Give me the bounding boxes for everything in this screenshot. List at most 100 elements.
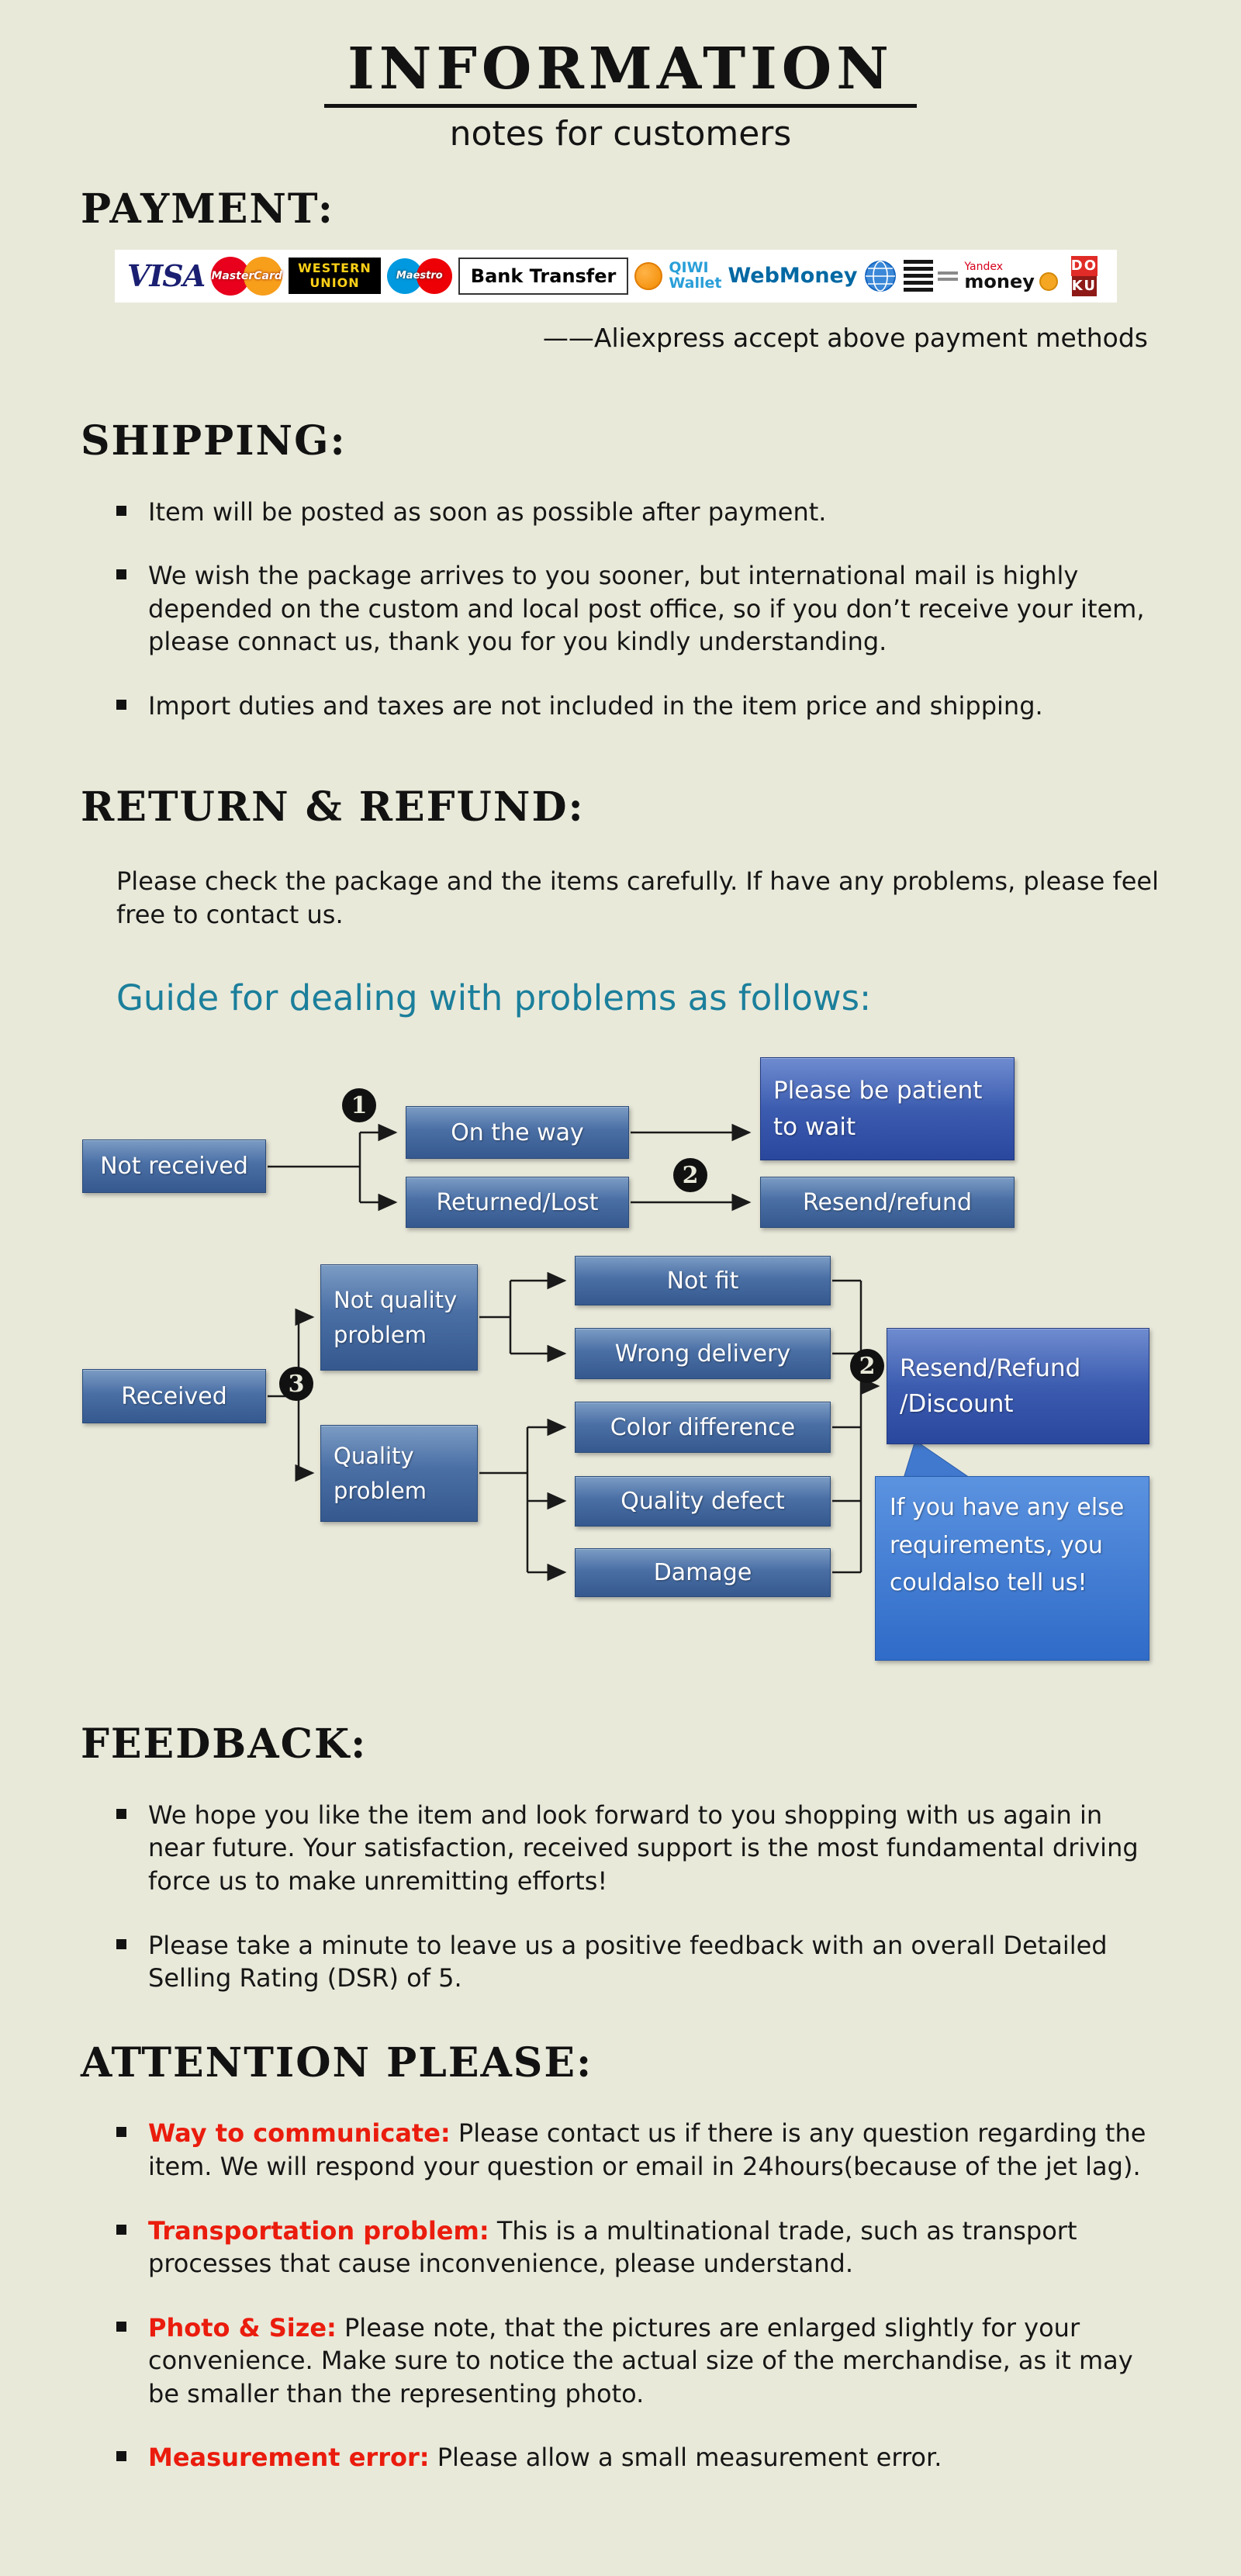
mastercard-red-circle-icon	[211, 256, 251, 296]
attention-item-body: This is a multinational trade, such as t…	[148, 2215, 1077, 2279]
attention-item-body: Please contact us if there is any questi…	[148, 2118, 1146, 2181]
step-2-badge: 2	[673, 1158, 707, 1193]
return-refund-text: Please check the package and the items c…	[116, 866, 1159, 929]
coin-icon	[1039, 271, 1058, 291]
yandex-label: Yandex	[964, 260, 1004, 273]
feedback-item-text: We hope you like the item and look forwa…	[148, 1800, 1139, 1897]
problems-flowchart: Not received On the way Returned/Lost Pl…	[78, 1053, 1163, 1673]
bullet-square-icon	[116, 699, 126, 710]
page-header: INFORMATION notes for customers	[0, 0, 1241, 154]
bank-transfer-logo: Bank Transfer	[458, 257, 629, 295]
flow-speech-bubble: If you have any else requirements, you c…	[875, 1476, 1149, 1661]
list-item: Way to communicate: Please contact us if…	[116, 2117, 1241, 2183]
attention-section: ATTENTION PLEASE: Way to communicate: Pl…	[0, 2038, 1241, 2474]
flow-node-damage: Damage	[575, 1548, 831, 1598]
attention-item-body: Please allow a small measurement error.	[437, 2443, 942, 2473]
list-item: Measurement error: Please allow a small …	[116, 2441, 1241, 2474]
bullet-square-icon	[116, 2451, 126, 2462]
mastercard-label: MasterCard	[211, 269, 282, 282]
page-title: INFORMATION	[324, 38, 917, 108]
attention-item-label: Transportation problem:	[148, 2215, 489, 2246]
qiwi-wallet-label: QIWI Wallet	[669, 258, 722, 292]
feedback-section: FEEDBACK: We hope you like the item and …	[0, 1721, 1241, 1995]
western-union-logo: WESTERN UNION	[289, 258, 381, 295]
bullet-square-icon	[116, 1938, 126, 1949]
webmoney-logo: WebMoney	[728, 264, 858, 289]
qiwi-line1: QIWI	[669, 258, 709, 276]
feedback-heading: FEEDBACK:	[81, 1720, 368, 1769]
return-refund-heading: RETURN & REFUND:	[81, 783, 585, 832]
shipping-section: SHIPPING: Item will be posted as soon as…	[0, 417, 1241, 723]
flow-node-not-received: Not received	[82, 1139, 266, 1194]
payment-heading: PAYMENT:	[81, 185, 334, 233]
list-item: Item will be posted as soon as possible …	[116, 496, 1241, 529]
barcode-lines-icon	[904, 260, 934, 292]
flow-node-not-quality-problem: Not quality problem	[320, 1264, 478, 1371]
shipping-item-text: Import duties and taxes are not included…	[148, 690, 1043, 721]
flow-node-received: Received	[82, 1369, 266, 1424]
attention-list: Way to communicate: Please contact us if…	[116, 2117, 1241, 2474]
flow-node-not-fit: Not fit	[575, 1256, 831, 1306]
bullet-square-icon	[116, 2127, 126, 2138]
attention-item-label: Way to communicate:	[148, 2118, 451, 2149]
flow-node-returned-lost: Returned/Lost	[406, 1177, 629, 1229]
bank-barcode-logo-icon	[904, 260, 959, 292]
attention-item-label: Photo & Size:	[148, 2312, 337, 2343]
payment-note: ——Aliexpress accept above payment method…	[542, 322, 1148, 353]
flow-node-color-difference: Color difference	[575, 1402, 831, 1454]
shipping-heading: SHIPPING:	[81, 417, 347, 465]
payment-section: PAYMENT: VISA MasterCard WESTERN UNION M…	[0, 186, 1241, 353]
feedback-list: We hope you like the item and look forwa…	[116, 1799, 1241, 1995]
mastercard-orange-circle-icon	[244, 256, 283, 296]
money-label: money	[964, 270, 1035, 292]
attention-item-text: Measurement error: Please allow a small …	[148, 2441, 942, 2474]
flow-node-be-patient: Please be patient to wait	[760, 1057, 1015, 1161]
list-item: Photo & Size: Please note, that the pict…	[116, 2311, 1241, 2411]
attention-item-body: Please note, that the pictures are enlar…	[148, 2312, 1133, 2408]
attention-item-label: Measurement error:	[148, 2443, 430, 2473]
maestro-logo: Maestro	[386, 258, 452, 294]
flow-node-wrong-delivery: Wrong delivery	[575, 1328, 831, 1380]
guide-heading: Guide for dealing with problems as follo…	[116, 977, 872, 1019]
maestro-red-circle-icon	[416, 258, 452, 294]
shipping-item-text: Item will be posted as soon as possible …	[148, 496, 827, 527]
list-item: We hope you like the item and look forwa…	[116, 1799, 1241, 1898]
western-union-line2: UNION	[309, 275, 360, 290]
info-page: INFORMATION notes for customers PAYMENT:…	[0, 0, 1241, 2518]
mastercard-logo: MasterCard	[211, 256, 283, 296]
doku-logo: DO KU	[1064, 255, 1104, 296]
attention-item-text: Photo & Size: Please note, that the pict…	[148, 2311, 1156, 2411]
step-1-badge: 1	[342, 1088, 376, 1123]
qiwi-line2: Wallet	[669, 274, 722, 292]
step-2-badge: 2	[850, 1349, 884, 1384]
flow-node-quality-defect: Quality defect	[575, 1476, 831, 1527]
page-subtitle: notes for customers	[449, 113, 792, 154]
bullet-square-icon	[116, 505, 126, 516]
attention-item-text: Way to communicate: Please contact us if…	[148, 2117, 1156, 2183]
attention-heading: ATTENTION PLEASE:	[81, 2038, 593, 2087]
shipping-item-text: We wish the package arrives to you soone…	[148, 561, 1145, 657]
flow-node-on-the-way: On the way	[406, 1106, 629, 1160]
shipping-list: Item will be posted as soon as possible …	[116, 496, 1241, 723]
list-item: We wish the package arrives to you soone…	[116, 559, 1241, 659]
doku-bottom-label: KU	[1071, 275, 1098, 296]
bullet-square-icon	[116, 569, 126, 580]
flow-node-resend-refund-discount: Resend/Refund /Discount	[887, 1328, 1149, 1445]
maestro-label: Maestro	[396, 269, 443, 282]
globe-icon	[863, 259, 897, 293]
visa-logo: VISA	[127, 258, 206, 294]
list-item: Transportation problem: This is a multin…	[116, 2215, 1241, 2280]
western-union-line1: WESTERN	[298, 261, 372, 276]
payment-methods-strip: VISA MasterCard WESTERN UNION Maestro Ba…	[115, 249, 1117, 303]
step-3-badge: 3	[279, 1367, 313, 1402]
bullet-square-icon	[116, 2224, 126, 2235]
bottom-spacer	[0, 2474, 1241, 2518]
bullet-square-icon	[116, 2321, 126, 2332]
list-item: Please take a minute to leave us a posit…	[116, 1929, 1241, 1995]
qiwi-ball-icon	[634, 261, 663, 290]
yandex-money-label: Yandex money	[964, 261, 1035, 291]
yandex-money-logo: Yandex money	[964, 261, 1058, 291]
doku-top-label: DO	[1070, 255, 1098, 276]
qiwi-wallet-logo: QIWI Wallet	[634, 258, 722, 292]
bullet-square-icon	[116, 1808, 126, 1819]
